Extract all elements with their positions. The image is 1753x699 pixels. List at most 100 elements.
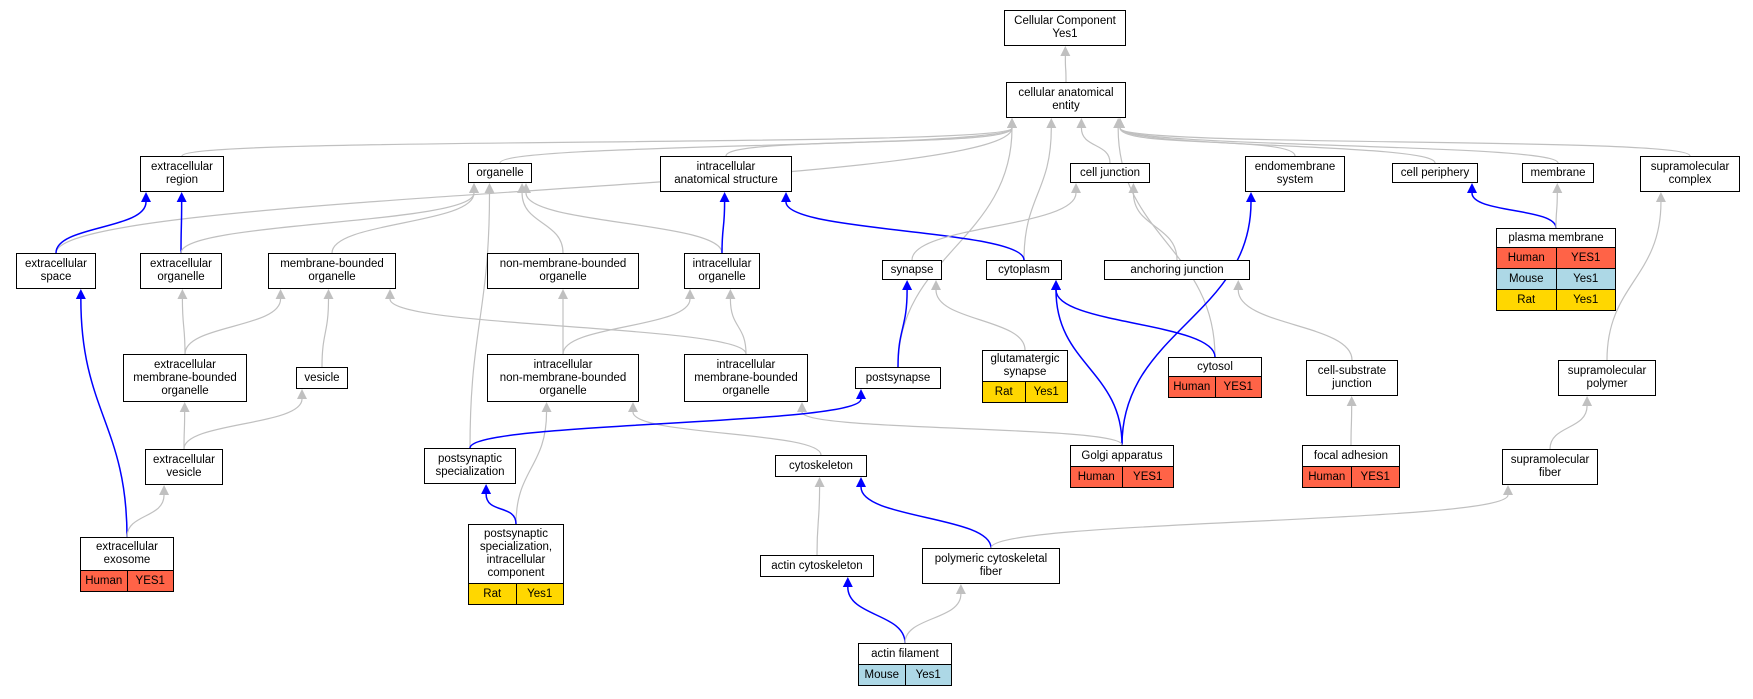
node-cytoskeleton[interactable]: cytoskeleton bbox=[775, 455, 867, 477]
edge-is-a bbox=[1549, 405, 1588, 450]
edge-is-a bbox=[1119, 127, 1691, 157]
edge-is-a bbox=[321, 298, 330, 368]
node-extracellular-organelle[interactable]: extracellular organelle bbox=[140, 253, 222, 289]
node-postsynaptic-specialization[interactable]: postsynaptic specialization bbox=[424, 448, 516, 484]
edge-arrowhead bbox=[481, 484, 492, 494]
node-label: non-membrane-bounded organelle bbox=[487, 253, 639, 289]
edge-is-a bbox=[181, 298, 186, 355]
edge-arrowhead bbox=[725, 289, 736, 299]
edge-arrowhead bbox=[955, 584, 966, 594]
node-vesicle[interactable]: vesicle bbox=[296, 367, 348, 389]
node-label: actin filament bbox=[858, 643, 952, 665]
node-label: plasma membrane bbox=[1496, 228, 1616, 248]
node-intracellular-organelle[interactable]: intracellular organelle bbox=[684, 253, 760, 289]
gene-cell: YES1 bbox=[1351, 467, 1400, 488]
gene-cell: YES1 bbox=[1215, 377, 1262, 398]
node-label: extracellular organelle bbox=[140, 253, 222, 289]
gene-cell: Yes1 bbox=[905, 665, 952, 686]
edge-part-of bbox=[485, 493, 517, 525]
node-label: extracellular space bbox=[16, 253, 96, 289]
node-postsynapse[interactable]: postsynapse bbox=[855, 367, 941, 389]
edge-arrowhead bbox=[842, 577, 853, 587]
edge-is-a bbox=[55, 127, 1013, 254]
edge-is-a bbox=[1555, 192, 1558, 229]
node-intracellular-non-membrane-bounded-organelle[interactable]: intracellular non-membrane-bounded organ… bbox=[487, 354, 639, 402]
edge-is-a bbox=[1080, 127, 1111, 164]
edge-arrowhead bbox=[176, 192, 187, 202]
edge-arrowhead bbox=[179, 402, 190, 412]
node-label: polymeric cytoskeletal fiber bbox=[922, 548, 1060, 584]
edge-arrowhead bbox=[781, 192, 791, 202]
node-label: cell-substrate junction bbox=[1306, 360, 1398, 396]
edge-is-a bbox=[990, 494, 1509, 549]
node-membrane[interactable]: membrane bbox=[1522, 163, 1594, 183]
node-polymeric-cytoskeletal-fiber[interactable]: polymeric cytoskeletal fiber bbox=[922, 548, 1060, 584]
node-cellular-component[interactable]: Cellular Component Yes1 bbox=[1004, 10, 1126, 46]
node-label: cytosol bbox=[1168, 357, 1262, 377]
edge-arrowhead bbox=[1060, 46, 1071, 56]
edge-is-a bbox=[904, 593, 962, 644]
gene-cell: Yes1 bbox=[1025, 382, 1068, 403]
node-actin-cytoskeleton[interactable]: actin cytoskeleton bbox=[760, 555, 874, 577]
node-anchoring-junction[interactable]: anchoring junction bbox=[1104, 260, 1250, 280]
node-label: endomembrane system bbox=[1245, 156, 1345, 192]
edge-is-a bbox=[1350, 405, 1353, 446]
node-membrane-bounded-organelle[interactable]: membrane-bounded organelle bbox=[268, 253, 396, 289]
node-cell-periphery[interactable]: cell periphery bbox=[1392, 163, 1478, 183]
node-postsynaptic-specialization-intracellular-component[interactable]: postsynaptic specialization, intracellul… bbox=[468, 524, 564, 605]
edge-part-of bbox=[80, 298, 128, 538]
node-extracellular-region[interactable]: extracellular region bbox=[140, 156, 224, 192]
node-supramolecular-complex[interactable]: supramolecular complex bbox=[1640, 156, 1740, 192]
node-endomembrane-system[interactable]: endomembrane system bbox=[1245, 156, 1345, 192]
edge-is-a bbox=[1606, 201, 1662, 361]
node-intracellular-anatomical-structure[interactable]: intracellular anatomical structure bbox=[660, 156, 792, 192]
node-organelle[interactable]: organelle bbox=[468, 163, 532, 183]
edge-arrowhead bbox=[469, 183, 479, 193]
edge-arrowhead bbox=[385, 289, 395, 299]
node-intracellular-membrane-bounded-organelle[interactable]: intracellular membrane-bounded organelle bbox=[684, 354, 808, 402]
edge-is-a bbox=[183, 398, 303, 450]
node-non-membrane-bounded-organelle[interactable]: non-membrane-bounded organelle bbox=[487, 253, 639, 289]
node-label: anchoring junction bbox=[1104, 260, 1250, 280]
edge-is-a bbox=[1119, 127, 1559, 164]
node-label: membrane bbox=[1522, 163, 1594, 183]
edge-arrowhead bbox=[685, 289, 695, 299]
node-synapse[interactable]: synapse bbox=[882, 260, 942, 280]
node-extracellular-membrane-bounded-organelle[interactable]: extracellular membrane-bounded organelle bbox=[123, 354, 247, 402]
edge-arrowhead bbox=[323, 289, 334, 299]
node-extracellular-space[interactable]: extracellular space bbox=[16, 253, 96, 289]
species-cell: Human bbox=[80, 571, 128, 592]
node-cell-junction[interactable]: cell junction bbox=[1070, 163, 1150, 183]
edge-arrowhead bbox=[1246, 192, 1256, 202]
node-label: focal adhesion bbox=[1302, 445, 1400, 467]
node-cellular-anatomical-entity[interactable]: cellular anatomical entity bbox=[1006, 82, 1126, 118]
node-cytoplasm[interactable]: cytoplasm bbox=[986, 260, 1062, 280]
edge-is-a bbox=[331, 192, 475, 254]
node-label: extracellular membrane-bounded organelle bbox=[123, 354, 247, 402]
node-supramolecular-polymer[interactable]: supramolecular polymer bbox=[1558, 360, 1656, 396]
edge-arrowhead bbox=[1467, 183, 1477, 193]
edge-is-a bbox=[469, 192, 491, 449]
node-label: synapse bbox=[882, 260, 942, 280]
species-cell: Rat bbox=[982, 382, 1026, 403]
node-supramolecular-fiber[interactable]: supramolecular fiber bbox=[1502, 449, 1598, 485]
species-cell: Mouse bbox=[1496, 269, 1557, 290]
node-cell-substrate-junction[interactable]: cell-substrate junction bbox=[1306, 360, 1398, 396]
node-extracellular-vesicle[interactable]: extracellular vesicle bbox=[145, 449, 223, 485]
